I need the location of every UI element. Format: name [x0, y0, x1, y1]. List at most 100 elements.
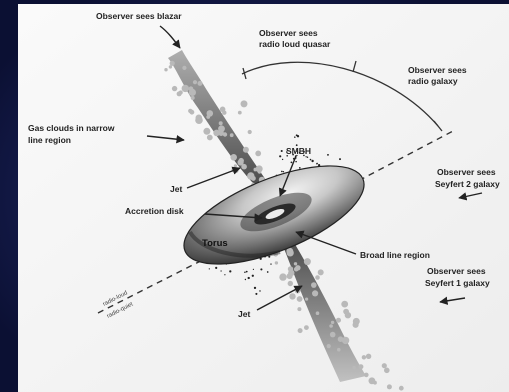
broad-line-dot [281, 171, 283, 173]
label-radio-loud-quasar-line2: radio loud quasar [259, 39, 331, 49]
gas-cloud [218, 130, 224, 136]
gas-cloud [287, 249, 294, 256]
broad-line-dot [267, 271, 269, 273]
label-seyfert1-line2: Seyfert 1 galaxy [425, 278, 490, 288]
gas-cloud [316, 311, 320, 315]
gas-cloud [336, 318, 341, 323]
broad-line-dot [279, 155, 281, 157]
gas-cloud [366, 354, 371, 359]
broad-line-dot [291, 162, 293, 164]
gas-cloud [169, 65, 172, 68]
gas-cloud [248, 130, 252, 134]
gas-cloud [331, 321, 334, 324]
label-seyfert1-line1: Observer sees [427, 266, 486, 276]
gas-cloud [353, 318, 360, 325]
broad-line-dot [307, 156, 308, 157]
gas-cloud [189, 89, 196, 96]
gas-cloud [190, 110, 195, 115]
broad-line-dot [253, 269, 254, 270]
gas-cloud [327, 344, 331, 348]
label-radio-galaxy-line1: Observer sees [408, 65, 467, 75]
gas-cloud [358, 364, 363, 369]
gas-cloud [304, 325, 309, 330]
broad-line-dot [282, 159, 283, 160]
gas-cloud [364, 373, 369, 378]
gas-cloud [207, 110, 214, 117]
gas-cloud [172, 86, 177, 91]
gas-cloud [275, 261, 278, 264]
gas-cloud [384, 368, 390, 374]
broad-line-dot [248, 277, 250, 279]
label-observer-blazar: Observer sees blazar [96, 11, 182, 21]
gas-cloud [373, 381, 377, 385]
gas-cloud [338, 336, 344, 342]
gas-cloud [341, 301, 348, 308]
gas-cloud [297, 307, 301, 311]
gas-cloud [255, 151, 261, 157]
broad-line-dot [328, 154, 329, 155]
gas-cloud [289, 293, 295, 299]
label-smbh: SMBH [286, 146, 311, 156]
gas-cloud [191, 96, 195, 100]
broad-line-dot [259, 290, 260, 291]
gas-cloud [288, 281, 293, 286]
gas-cloud [164, 68, 167, 71]
broad-line-dot [295, 161, 297, 163]
gas-cloud [238, 111, 242, 115]
gas-cloud [243, 147, 249, 153]
broad-line-dot [246, 271, 248, 273]
gas-cloud [219, 121, 223, 125]
gas-cloud [203, 128, 210, 135]
label-gas-clouds-line1: Gas clouds in narrow [28, 123, 115, 133]
gas-cloud [222, 111, 226, 115]
gas-cloud [193, 80, 197, 84]
label-broad-line-region: Broad line region [360, 250, 430, 260]
gas-cloud [352, 366, 355, 369]
gas-cloud [329, 324, 333, 328]
gas-cloud [312, 290, 318, 296]
label-radio-loud-quasar-line1: Observer sees [259, 28, 318, 38]
gas-cloud [230, 154, 237, 161]
gas-cloud [256, 165, 263, 172]
gas-cloud [230, 133, 234, 137]
gas-cloud [399, 386, 404, 391]
broad-line-dot [281, 150, 283, 152]
label-radio-galaxy-line2: radio galaxy [408, 76, 458, 86]
gas-cloud [294, 267, 299, 272]
broad-line-dot [310, 159, 312, 161]
broad-line-dot [299, 167, 301, 169]
gas-cloud [297, 296, 303, 302]
broad-line-dot [209, 268, 210, 269]
label-gas-clouds-line2: line region [28, 135, 71, 145]
label-seyfert2-line2: Seyfert 2 galaxy [435, 179, 500, 189]
label-accretion-disk: Accretion disk [125, 206, 184, 216]
gas-cloud [387, 384, 392, 389]
gas-cloud [182, 66, 186, 70]
broad-line-dot [252, 275, 254, 277]
gas-cloud [241, 100, 248, 107]
broad-line-dot [305, 156, 306, 157]
gas-cloud [251, 176, 256, 181]
gas-cloud [279, 273, 286, 280]
gas-cloud [337, 348, 341, 352]
gas-cloud [298, 328, 303, 333]
gas-cloud [330, 332, 336, 338]
label-seyfert2-line1: Observer sees [437, 167, 496, 177]
broad-line-dot [244, 271, 246, 273]
gas-cloud [170, 61, 175, 66]
gas-cloud [294, 262, 297, 265]
broad-line-dot [220, 270, 221, 271]
broad-line-dot [215, 267, 217, 269]
broad-line-dot [339, 158, 341, 160]
gas-cloud [311, 282, 317, 288]
broad-line-dot [283, 171, 284, 172]
broad-line-dot [255, 293, 257, 295]
broad-line-dot [316, 163, 318, 165]
label-jet-upper: Jet [170, 184, 182, 194]
broad-line-dot [297, 135, 299, 137]
gas-cloud [207, 135, 213, 141]
gas-cloud [304, 258, 311, 265]
gas-cloud [318, 269, 324, 275]
gas-cloud [196, 115, 203, 122]
broad-line-dot [245, 279, 246, 280]
